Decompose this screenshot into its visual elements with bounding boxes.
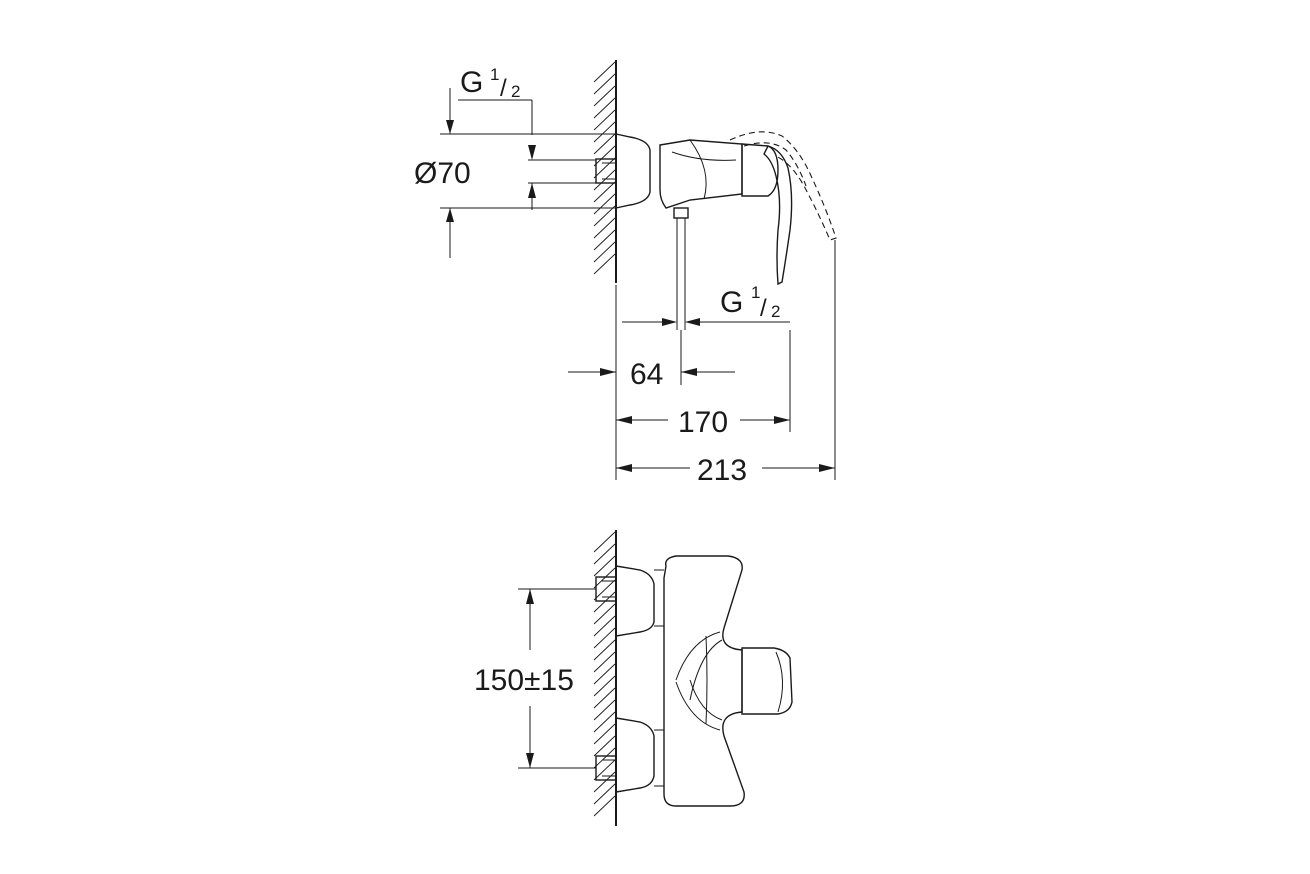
wall-hatch-line bbox=[593, 73, 616, 95]
thread-label-outlet-den: 2 bbox=[771, 302, 780, 321]
thread-label-top-den: 2 bbox=[511, 82, 520, 101]
wall-hatch-line bbox=[593, 531, 616, 553]
wall-hatch-line bbox=[593, 603, 616, 625]
thread-label-outlet-g: G bbox=[720, 286, 743, 319]
thread-label-outlet-num: 1 bbox=[751, 283, 760, 302]
outlet-stub bbox=[673, 207, 689, 330]
diameter-label: Ø70 bbox=[414, 157, 471, 190]
mixer-body-front bbox=[663, 555, 745, 807]
wall-hatch-line bbox=[593, 97, 616, 119]
dim-213-label: 213 bbox=[697, 454, 747, 487]
thread-label-top-g: G bbox=[460, 66, 483, 99]
wall-hatch-line bbox=[593, 675, 616, 697]
wall-hatch-line bbox=[593, 639, 616, 661]
wall-connector-top bbox=[595, 158, 617, 184]
wall-hatch-line bbox=[593, 663, 616, 685]
wall-top bbox=[593, 60, 617, 283]
wall-hatch-line bbox=[593, 747, 616, 769]
wall-hatch-line bbox=[593, 699, 616, 721]
dim-64-label: 64 bbox=[630, 358, 663, 391]
wall-hatch-line bbox=[593, 157, 616, 179]
wall-hatch-line bbox=[593, 543, 616, 565]
body-decoration bbox=[675, 631, 723, 731]
wall-hatch-line bbox=[593, 229, 616, 251]
lever-handle bbox=[763, 145, 793, 286]
handle-knob-front bbox=[741, 647, 793, 715]
wall-hatch-line bbox=[593, 205, 616, 227]
dim-diameter: Ø70 bbox=[414, 88, 616, 258]
thread-label-top-slash: / bbox=[500, 75, 507, 102]
wall-hatch-line bbox=[593, 795, 616, 817]
wall-hatch-line bbox=[593, 591, 616, 613]
wall-hatch-line bbox=[593, 61, 616, 83]
wall-hatch-line bbox=[593, 181, 616, 203]
lever-handle-dashed bbox=[729, 131, 837, 241]
connector-upper bbox=[595, 565, 664, 637]
wall-hatch-line bbox=[593, 145, 616, 167]
dim-thread-top: G 1 / 2 bbox=[440, 65, 616, 210]
dim-150-label: 150±15 bbox=[474, 664, 574, 697]
wall-hatch-line bbox=[593, 253, 616, 275]
wall-hatch-line bbox=[593, 579, 616, 601]
wall-hatch-line bbox=[593, 241, 616, 263]
wall-hatch-line bbox=[593, 169, 616, 191]
wall-hatch-line bbox=[593, 615, 616, 637]
wall-hatch-line bbox=[593, 759, 616, 781]
wall-hatch-line bbox=[593, 109, 616, 131]
wall-hatch-line bbox=[593, 627, 616, 649]
wall-hatch-line bbox=[593, 651, 616, 673]
mixer-body-side bbox=[659, 139, 743, 209]
wall-hatch-line bbox=[593, 121, 616, 143]
wall-hatch-line bbox=[593, 217, 616, 239]
wall-hatch-line bbox=[593, 687, 616, 709]
wall-hatch-line bbox=[593, 555, 616, 577]
dim-150: 150±15 bbox=[474, 588, 596, 769]
wall-hatch-line bbox=[593, 85, 616, 107]
handle-hub bbox=[741, 143, 779, 197]
dim-213: 213 bbox=[616, 240, 836, 487]
dim-170: 170 bbox=[616, 330, 791, 439]
wall-hatch-line bbox=[593, 723, 616, 745]
dim-170-label: 170 bbox=[678, 406, 728, 439]
dim-64: 64 bbox=[568, 285, 735, 480]
wall-hatch-line bbox=[593, 771, 616, 793]
wall-hatch-line bbox=[593, 193, 616, 215]
thread-label-top-num: 1 bbox=[490, 65, 499, 84]
thread-label-outlet-slash: / bbox=[760, 295, 767, 322]
wall-hatch-line bbox=[593, 711, 616, 733]
wall-hatch-line bbox=[593, 567, 616, 589]
wall-hatch-line bbox=[593, 133, 616, 155]
side-view: G 1 / 2 Ø70 G 1 / 2 bbox=[414, 60, 837, 487]
wall-hatch-line bbox=[593, 783, 616, 805]
dim-thread-outlet: G 1 / 2 bbox=[622, 283, 790, 326]
wall-hatch-line bbox=[593, 735, 616, 757]
escutcheon-top bbox=[615, 133, 651, 209]
front-view: 150±15 bbox=[474, 530, 793, 826]
wall-bottom bbox=[593, 530, 617, 826]
